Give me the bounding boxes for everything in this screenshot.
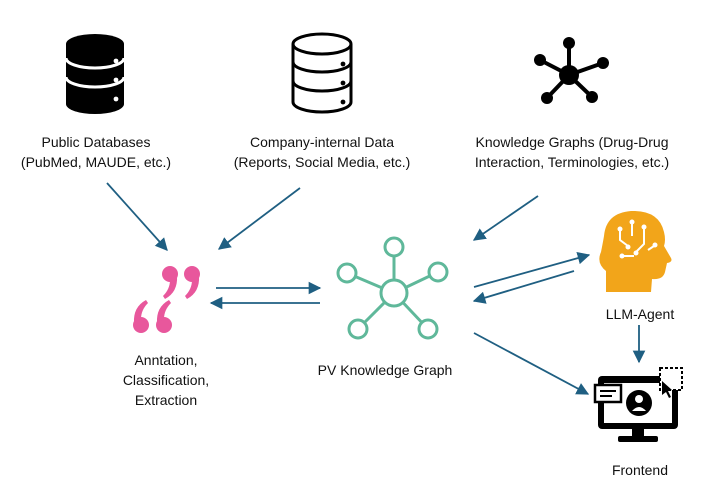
public-db-label-line1: Public Databases — [41, 134, 151, 150]
public-db-label: Public Databases (PubMed, MAUDE, etc.) — [0, 132, 192, 172]
llm-agent-label-line1: LLM-Agent — [605, 306, 675, 322]
arrow-agent-to-pv — [472, 270, 575, 304]
arrow-kg-to-pv — [472, 195, 539, 241]
llm-agent-label: LLM-Agent — [585, 304, 695, 324]
database-icon — [64, 34, 126, 114]
company-data-label-line1: Company-internal Data — [250, 134, 394, 150]
annotation-label-line1: Anntation, — [134, 352, 198, 368]
arrow-public-to-annotation — [106, 182, 168, 251]
public-db-label-line2: (PubMed, MAUDE, etc.) — [20, 154, 172, 170]
database-outline-icon — [291, 32, 353, 114]
ai-head-icon — [599, 210, 672, 292]
frontend-label: Frontend — [590, 460, 690, 480]
knowledge-graphs-label-line1: Knowledge Graphs (Drug-Drug — [475, 134, 669, 150]
knowledge-graphs-label-line2: Interaction, Terminologies, etc.) — [474, 154, 670, 170]
knowledge-graphs-label: Knowledge Graphs (Drug-Drug Interaction,… — [452, 132, 692, 172]
arrow-company-to-annotation — [217, 187, 301, 250]
network-graph-icon — [534, 37, 609, 104]
frontend-label-line1: Frontend — [611, 462, 669, 478]
arrows — [106, 182, 646, 395]
company-data-label: Company-internal Data (Reports, Social M… — [214, 132, 430, 172]
pv-graph-label: PV Knowledge Graph — [300, 360, 470, 380]
arrow-pv-to-agent — [473, 251, 591, 288]
pv-graph-label-line1: PV Knowledge Graph — [317, 362, 453, 378]
knowledge-graph-icon — [336, 236, 449, 340]
quotation-marks-icon — [133, 266, 200, 333]
annotation-label-line3: Extraction — [134, 392, 198, 408]
monitor-user-icon — [593, 367, 683, 442]
company-data-label-line2: (Reports, Social Media, etc.) — [233, 154, 411, 170]
arrow-pv-to-frontend — [473, 332, 590, 395]
annotation-label: Anntation, Classification, Extraction — [106, 350, 226, 410]
annotation-label-line2: Classification, — [122, 372, 210, 388]
